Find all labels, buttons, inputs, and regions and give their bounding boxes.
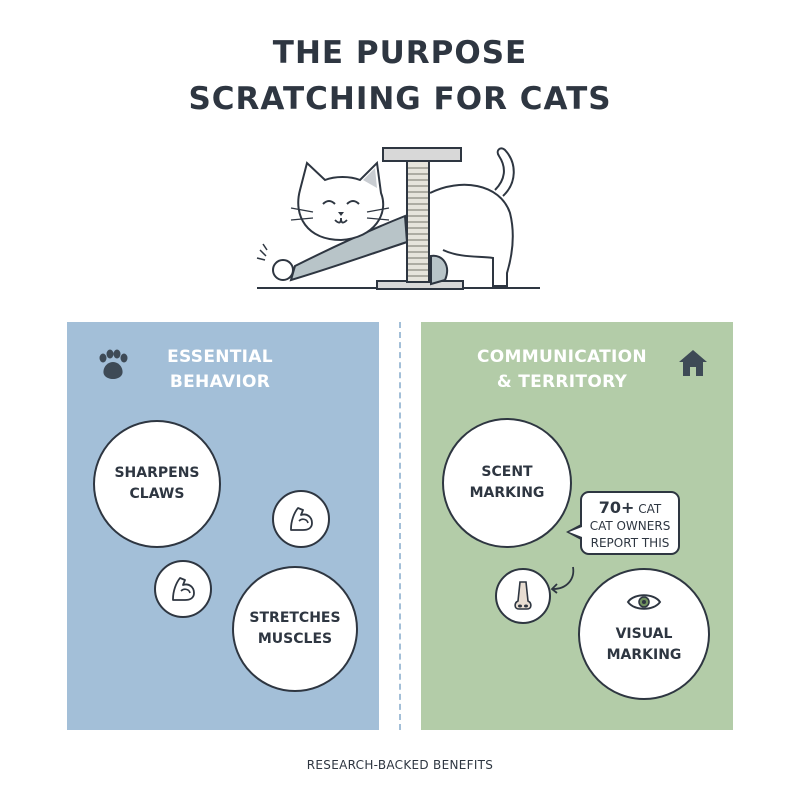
bubble-label: STRETCHES MUSCLES (249, 610, 341, 647)
eye-icon (626, 594, 662, 610)
cat-inner-ear (363, 168, 377, 188)
heading-line-1: ESSENTIAL (167, 347, 273, 367)
communication-territory-heading: COMMUNICATION & TERRITORY (462, 345, 662, 395)
scent-marking-bubble: SCENT MARKING (442, 418, 572, 548)
callout-tail-inner (569, 527, 582, 537)
bubble-label: SCENT MARKING (469, 464, 545, 501)
callout-line-2: CAT OWNERS (589, 519, 671, 533)
post-rope-lines (408, 167, 428, 277)
cat-body (429, 183, 514, 287)
page-title: THE PURPOSE SCRATCHING FOR CATS (0, 30, 800, 122)
bubble-label: VISUAL MARKING (606, 626, 682, 663)
panel-divider (399, 322, 401, 730)
cat-tail (494, 147, 515, 197)
title-line-1: THE PURPOSE (272, 35, 528, 71)
nose-circle (495, 568, 551, 624)
cat-head (297, 160, 385, 242)
scratch-marks (256, 243, 268, 261)
flexed-arm-icon (290, 507, 313, 531)
bubble-label: SHARPENS CLAWS (114, 465, 200, 502)
callout-stat: 70+ (598, 498, 635, 517)
sharpens-claws-bubble: SHARPENS CLAWS (93, 420, 221, 548)
cat-paw (272, 259, 294, 281)
cat-nose (338, 212, 344, 216)
heading-line-2: & TERRITORY (496, 372, 628, 392)
curved-arrow-icon (550, 566, 575, 594)
paw-icon (99, 349, 128, 379)
callout-line-3: REPORT THIS (590, 536, 670, 550)
heading-line-2: BEHAVIOR (169, 372, 271, 392)
title-line-2: SCRATCHING FOR CATS (188, 81, 612, 117)
visual-marking-bubble: VISUAL MARKING (578, 568, 710, 700)
callout-line-1-suffix: CAT (638, 502, 662, 516)
heading-line-1: COMMUNICATION (477, 347, 647, 367)
muscle-circle-2 (154, 560, 212, 618)
stretches-muscles-bubble: STRETCHES MUSCLES (232, 566, 358, 692)
nose-icon (514, 581, 532, 610)
post-top (382, 147, 462, 162)
cat-whiskers (290, 207, 390, 221)
cat-mouth (334, 217, 348, 224)
cat-eye-right (346, 200, 360, 205)
muscle-circle-1 (272, 490, 330, 548)
callout-line-1: 70+ CAT (582, 499, 678, 518)
flexed-arm-icon (172, 577, 195, 601)
house-icon (679, 350, 707, 376)
essential-behavior-heading: ESSENTIAL BEHAVIOR (150, 345, 290, 395)
cat-back-leg (430, 254, 449, 286)
cat-eye-left (322, 200, 336, 205)
footer-caption: RESEARCH-BACKED BENEFITS (306, 758, 494, 772)
cat-scratching-post-illustration (256, 147, 540, 290)
owners-stat-callout: 70+ CAT CAT OWNERS REPORT THIS (580, 491, 680, 555)
